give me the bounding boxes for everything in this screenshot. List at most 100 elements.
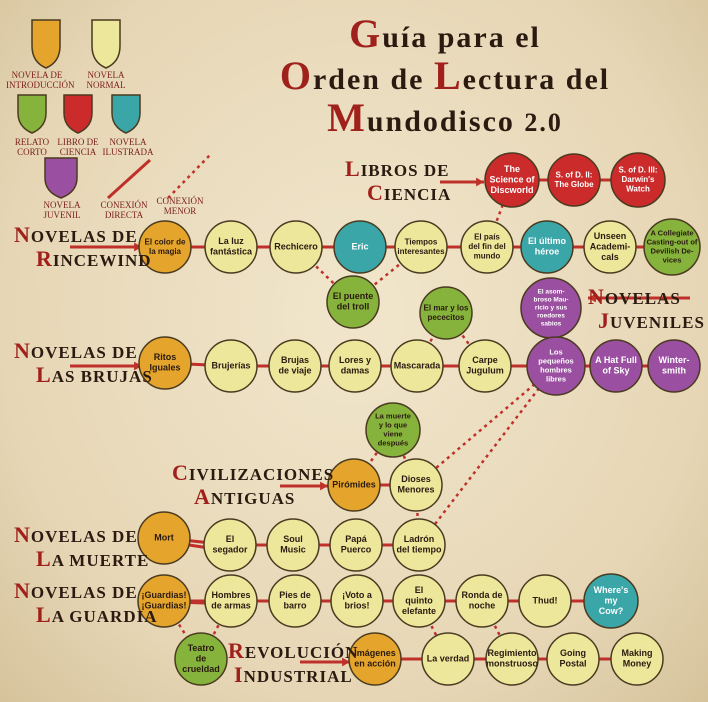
book-title-color-line-0: El color de	[145, 237, 186, 246]
book-circle-pequenos	[526, 336, 586, 396]
book-circle-carpe	[458, 339, 512, 393]
book-title-thud-line-0: Thud!	[533, 595, 558, 605]
book-title-tiempos-line-1: interesantes	[397, 247, 445, 256]
book-title-collegiate-line-0: A Collegiate	[650, 228, 693, 237]
book-title-verdad-line-0: La verdad	[427, 653, 470, 663]
book-circle-rechicero	[269, 220, 323, 274]
book-title-wintersmith-line-0: Winter-	[659, 355, 690, 365]
section-arrowhead-1	[134, 361, 142, 371]
book-title-pies-line-0: Pies de	[279, 590, 311, 600]
book-title-segador-line-1: segador	[212, 545, 248, 555]
book-circle-papa	[329, 518, 383, 572]
book-title-money-line-1: Money	[623, 659, 652, 669]
book-title-science-line-2: Discworld	[490, 185, 533, 195]
book-circle-globe	[547, 153, 601, 207]
book-title-viaje-line-1: de viaje	[278, 366, 311, 376]
book-title-segador-line-0: El	[226, 534, 235, 544]
book-title-ronda-line-1: noche	[469, 601, 496, 611]
book-title-lores-line-1: damas	[341, 366, 370, 376]
legend-shield-relato	[17, 94, 47, 134]
book-title-teatro-line-1: de	[196, 653, 207, 663]
book-title-quinto-line-2: elefante	[402, 606, 436, 616]
book-node-thud: Thud!	[518, 574, 572, 628]
book-circle-pais	[460, 220, 514, 274]
section-label-brujas: Novelas de Las brujas	[14, 338, 153, 387]
book-circle-eric	[333, 220, 387, 274]
book-circle-money	[610, 632, 664, 686]
book-title-pequenos-line-0: Los	[549, 347, 562, 356]
book-title-pequenos-line-2: hombres	[540, 365, 572, 374]
book-title-collegiate-line-2: Devilish De-	[651, 246, 694, 255]
book-title-hombres-line-1: de armas	[211, 601, 251, 611]
book-title-mauricio-line-3: roedores	[537, 313, 565, 320]
book-title-muerteviene-line-0: La muerte	[375, 411, 411, 420]
book-title-regimiento-line-1: monstruoso	[486, 659, 539, 669]
book-circle-guardias	[137, 574, 191, 628]
book-title-eric-line-0: Eric	[351, 241, 368, 251]
book-circle-science	[484, 152, 540, 208]
book-circle-cow	[583, 573, 639, 629]
book-circle-lores	[328, 339, 382, 393]
book-circle-viaje	[268, 339, 322, 393]
book-title-pais-line-2: mundo	[474, 252, 501, 261]
book-title-quinto-line-0: El	[415, 585, 424, 595]
book-title-mauricio-line-4: sabios	[541, 321, 562, 328]
section-arrowhead-7	[342, 657, 350, 667]
book-node-piramides: Pirómides	[327, 458, 381, 512]
book-node-eric: Eric	[333, 220, 387, 274]
book-title-wintersmith-line-1: smith	[662, 366, 686, 376]
legend-shield-introduccion	[31, 19, 61, 69]
book-circle-mascarada	[390, 339, 444, 393]
book-title-ronda-line-0: Ronda de	[461, 590, 502, 600]
book-title-muerteviene-line-2: viene	[383, 429, 402, 438]
book-title-ladron-line-0: Ladrón	[404, 534, 435, 544]
book-circle-ladron	[392, 518, 446, 572]
book-title-darwin-line-2: Watch	[626, 185, 650, 194]
book-circle-pies	[268, 574, 322, 628]
book-title-science-line-1: Science of	[489, 174, 535, 184]
legend-label-ilustrada: Novela ilustrada	[102, 137, 154, 157]
book-title-darwin-line-1: Darwin's	[621, 175, 655, 184]
book-circle-quinto	[392, 574, 446, 628]
book-circle-brujerias	[204, 339, 258, 393]
book-title-darwin-line-0: S. of D. III:	[618, 166, 657, 175]
book-title-lores-line-0: Lores y	[339, 355, 371, 365]
book-circle-collegiate	[643, 218, 701, 276]
section-label-rincewind: Novelas de Rincewind	[14, 222, 152, 271]
legend-shield-ilustrada	[111, 94, 141, 134]
section-label-muerte: Novelas de La muerte	[14, 522, 150, 571]
book-title-guardias-line-1: ¡Guardias!	[141, 601, 186, 611]
book-title-cow-line-1: my	[604, 595, 617, 605]
book-title-voto-line-0: ¡Voto a	[342, 590, 373, 600]
book-circle-unseen	[583, 220, 637, 274]
book-circle-darwin	[610, 152, 666, 208]
book-title-money-line-0: Making	[621, 648, 652, 658]
book-title-mauricio-line-0: El asom-	[537, 289, 564, 296]
book-circle-puente	[326, 275, 380, 329]
book-title-rechicero-line-0: Rechicero	[274, 241, 318, 251]
book-node-guardias: ¡Guardias!¡Guardias!	[137, 574, 191, 628]
book-circle-pecezitos	[419, 286, 473, 340]
book-title-unseen-line-0: Unseen	[594, 231, 627, 241]
section-label-ciencia: Libros de Ciencia	[345, 156, 452, 205]
legend-shield-juvenil	[44, 157, 78, 199]
book-title-postal-line-1: Postal	[559, 659, 586, 669]
